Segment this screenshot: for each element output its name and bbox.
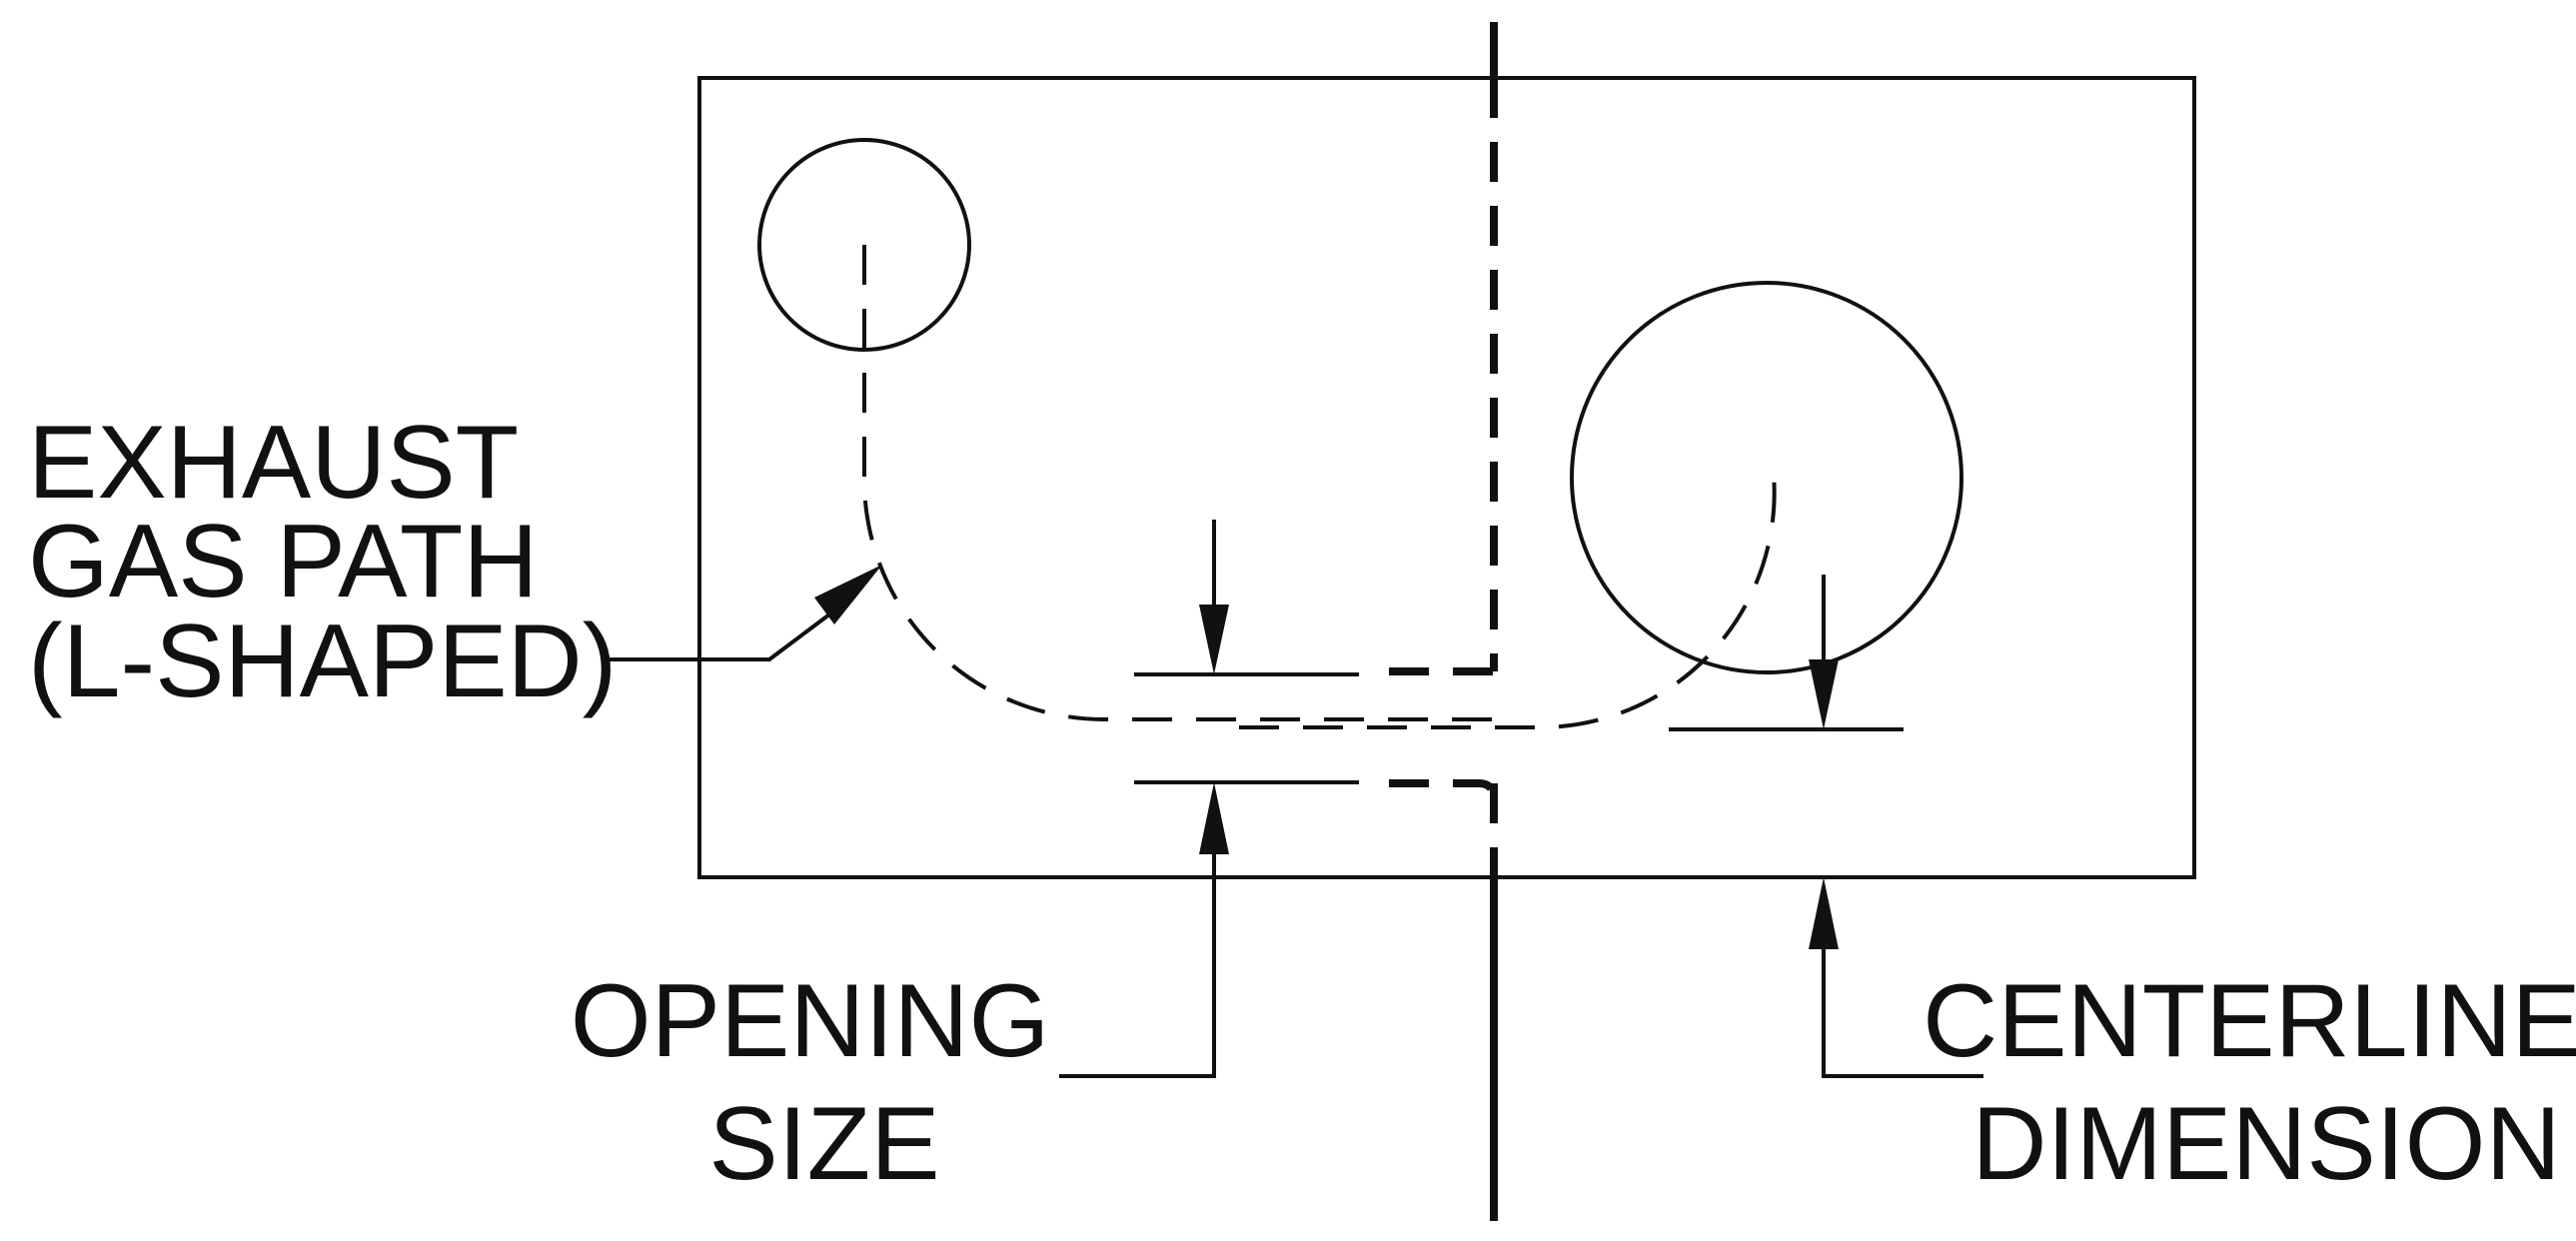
small-port-circle [757, 138, 971, 352]
centerline-dimension-label: CENTERLINE DIMENSION [1923, 963, 2576, 1202]
exhaust-leader [610, 598, 851, 661]
opening-arrowhead-bottom [1199, 782, 1229, 854]
exhaust-path-left [862, 245, 1499, 721]
exhaust-label-line-1: EXHAUST [28, 405, 518, 521]
centerline-label-line-1: CENTERLINE [1923, 963, 2576, 1079]
centerline-arrowhead-bottom [1809, 877, 1839, 949]
exhaust-label: EXHAUST GAS PATH (L-SHAPED) [28, 405, 617, 719]
opening-leader [1059, 849, 1216, 1078]
large-port-circle [1570, 281, 1963, 674]
exhaust-path-right [1239, 474, 1777, 730]
opening-size-label-line-1: OPENING [571, 963, 1050, 1079]
centerline-label-line-2: DIMENSION [1971, 1086, 2560, 1202]
centerline-leader [1822, 944, 1983, 1078]
opening-size-label: OPENING SIZE [571, 963, 1079, 1202]
opening-size-label-line-2: SIZE [708, 1086, 939, 1202]
opening-arrowhead-top [1199, 605, 1229, 674]
exhaust-arrowhead [814, 565, 882, 624]
centerline-arrowhead-top [1809, 659, 1839, 729]
exhaust-label-line-3: (L-SHAPED) [28, 604, 617, 719]
opening-lower-edge [1389, 779, 1498, 800]
housing-outline [697, 76, 2196, 879]
exhaust-label-line-2: GAS PATH [28, 504, 538, 620]
